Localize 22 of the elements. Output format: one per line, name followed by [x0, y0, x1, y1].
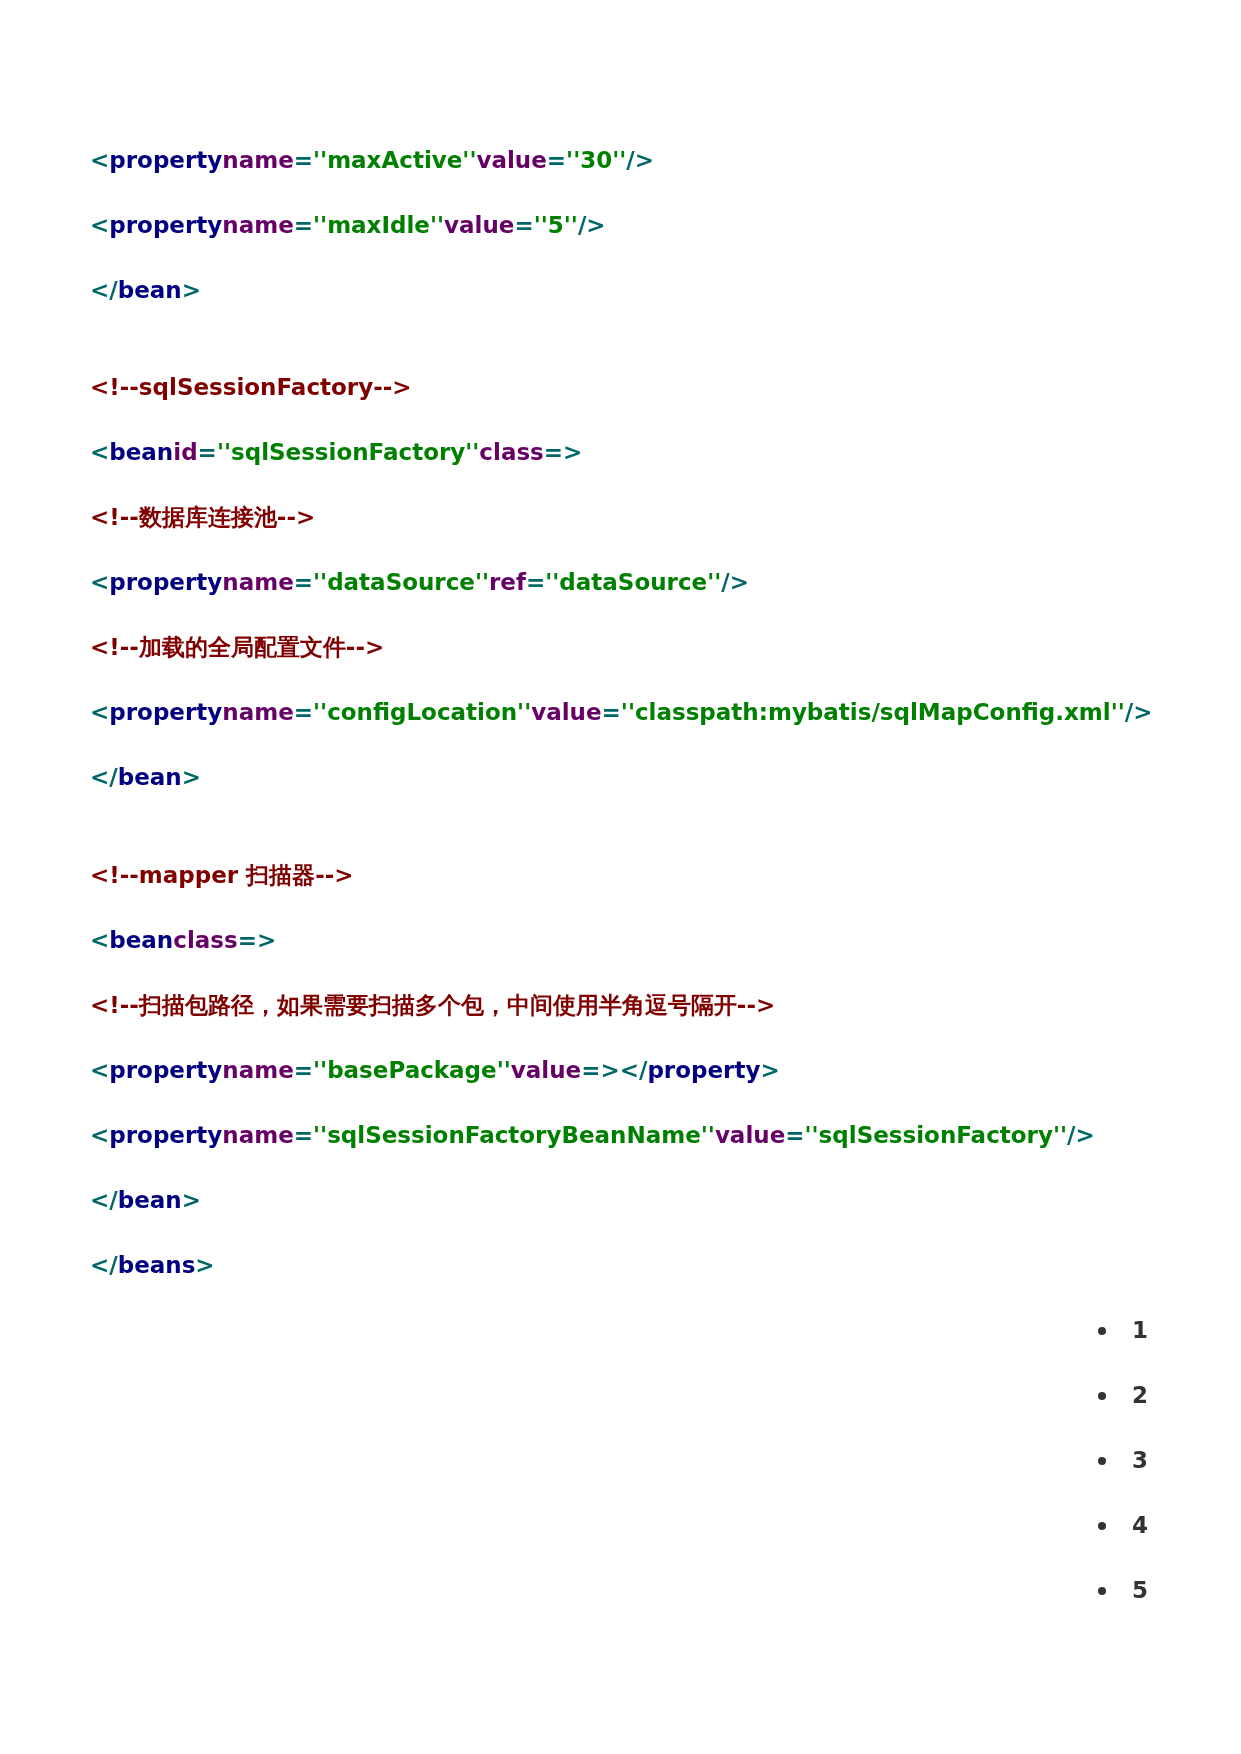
code-comment: <!--加载的全局配置文件--> [90, 633, 385, 662]
code-line: <propertyname=''sqlSessionFactoryBeanName''value=''sqlSessionFactory''/> [90, 1121, 1095, 1150]
code-comment: <!--mapper 扫描器--> [90, 861, 354, 890]
code-line: </beans> [90, 1251, 215, 1280]
line-number: 1 [1132, 1316, 1148, 1345]
code-line: <beanid=''sqlSessionFactory''class=> [90, 438, 583, 467]
code-line: <propertyname=''maxActive''value=''30''/> [90, 146, 654, 175]
code-comment: <!--数据库连接池--> [90, 503, 316, 532]
code-comment: <!--sqlSessionFactory--> [90, 373, 412, 402]
code-comment: <!--扫描包路径，如果需要扫描多个包，中间使用半角逗号隔开--> [90, 991, 776, 1020]
code-line: <beanclass=> [90, 926, 277, 955]
line-number: 4 [1132, 1511, 1148, 1540]
line-number: 5 [1132, 1576, 1148, 1605]
code-line: </bean> [90, 763, 201, 792]
code-line: <propertyname=''configLocation''value=''classpath:mybatis/sqlMapConfig.xml''/> [90, 698, 1153, 727]
code-line: <propertyname=''maxIdle''value=''5''/> [90, 211, 606, 240]
line-number: 2 [1132, 1381, 1148, 1410]
code-line: </bean> [90, 276, 201, 305]
code-line: <propertyname=''basePackage''value=></property> [90, 1056, 780, 1085]
code-line: <propertyname=''dataSource''ref=''dataSource''/> [90, 568, 749, 597]
line-number: 3 [1132, 1446, 1148, 1475]
code-line: </bean> [90, 1186, 201, 1215]
